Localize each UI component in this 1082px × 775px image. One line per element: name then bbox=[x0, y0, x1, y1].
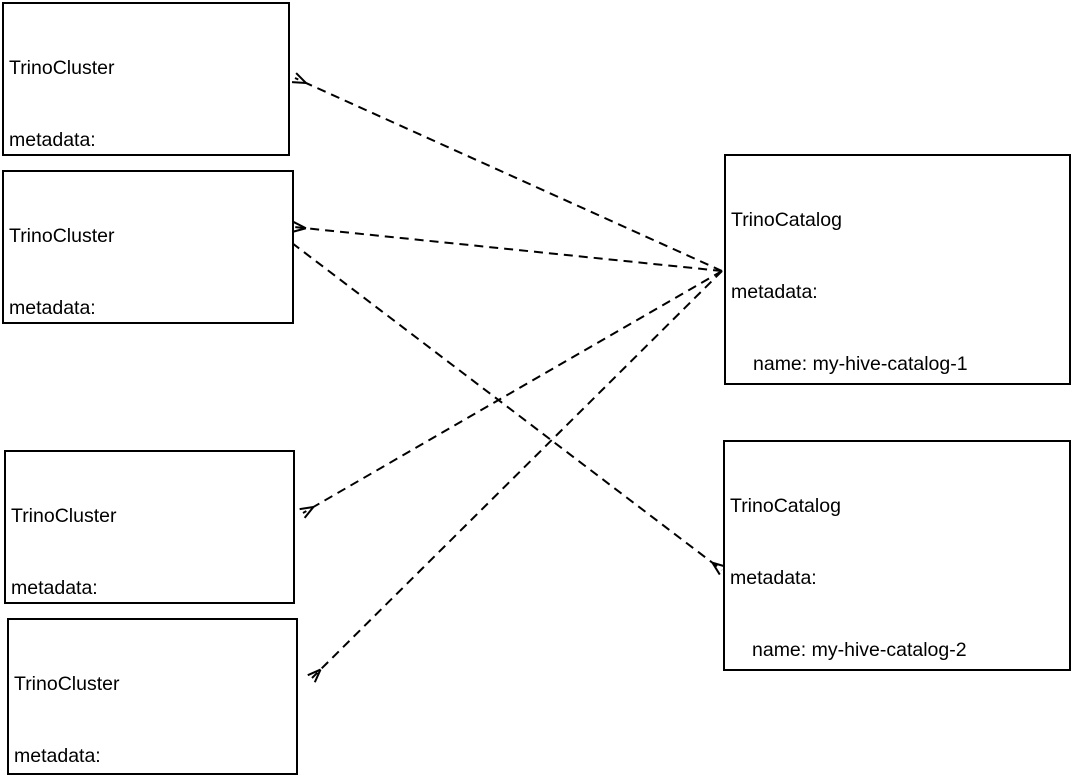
node-body: TrinoCluster metadata: name: my-trino ca… bbox=[9, 8, 286, 154]
edge-catalog1-to-my-trino bbox=[291, 72, 723, 272]
node-body: TrinoCluster metadata: name: my-trino-gr… bbox=[14, 624, 294, 773]
node-line: TrinoCluster bbox=[9, 57, 115, 79]
node-line: name: my-hive-catalog-2 bbox=[752, 639, 967, 661]
node-line: name: my-hive-catalog-1 bbox=[753, 353, 968, 375]
node-line: metadata: bbox=[731, 281, 818, 303]
node-line: TrinoCluster bbox=[9, 225, 115, 247]
edge-catalog1-to-my-trino-blue bbox=[299, 270, 723, 519]
node-trinocluster-my-trino-blue[interactable]: TrinoCluster metadata: name: my-trino-bl… bbox=[4, 450, 295, 604]
node-line: metadata: bbox=[11, 577, 98, 599]
node-line: TrinoCatalog bbox=[730, 495, 841, 517]
node-body: TrinoCatalog metadata: name: my-hive-cat… bbox=[730, 446, 1067, 669]
node-trinocatalog-my-hive-catalog-2[interactable]: TrinoCatalog metadata: name: my-hive-cat… bbox=[723, 440, 1071, 671]
node-trinocatalog-my-hive-catalog-1[interactable]: TrinoCatalog metadata: name: my-hive-cat… bbox=[724, 154, 1071, 385]
node-trinocluster-my-trino-2[interactable]: TrinoCluster metadata: name: my-trino-2 … bbox=[2, 170, 294, 324]
node-line: metadata: bbox=[730, 567, 817, 589]
node-body: TrinoCluster metadata: name: my-trino-2 … bbox=[9, 176, 290, 322]
node-line: TrinoCluster bbox=[11, 505, 117, 527]
edge-my-trino-2-to-catalog2 bbox=[291, 242, 727, 576]
node-line: TrinoCatalog bbox=[731, 209, 842, 231]
node-line: metadata: bbox=[9, 129, 96, 151]
node-trinocluster-my-trino-green[interactable]: TrinoCluster metadata: name: my-trino-gr… bbox=[7, 618, 298, 775]
node-line: metadata: bbox=[14, 745, 101, 767]
node-body: TrinoCatalog metadata: name: my-hive-cat… bbox=[731, 160, 1067, 383]
edge-catalog1-to-my-trino-green bbox=[307, 270, 723, 683]
edge-catalog1-to-my-trino-2 bbox=[292, 221, 723, 272]
node-line: metadata: bbox=[9, 297, 96, 319]
node-line: TrinoCluster bbox=[14, 673, 120, 695]
node-trinocluster-my-trino[interactable]: TrinoCluster metadata: name: my-trino ca… bbox=[2, 2, 290, 156]
node-body: TrinoCluster metadata: name: my-trino-bl… bbox=[11, 456, 291, 602]
